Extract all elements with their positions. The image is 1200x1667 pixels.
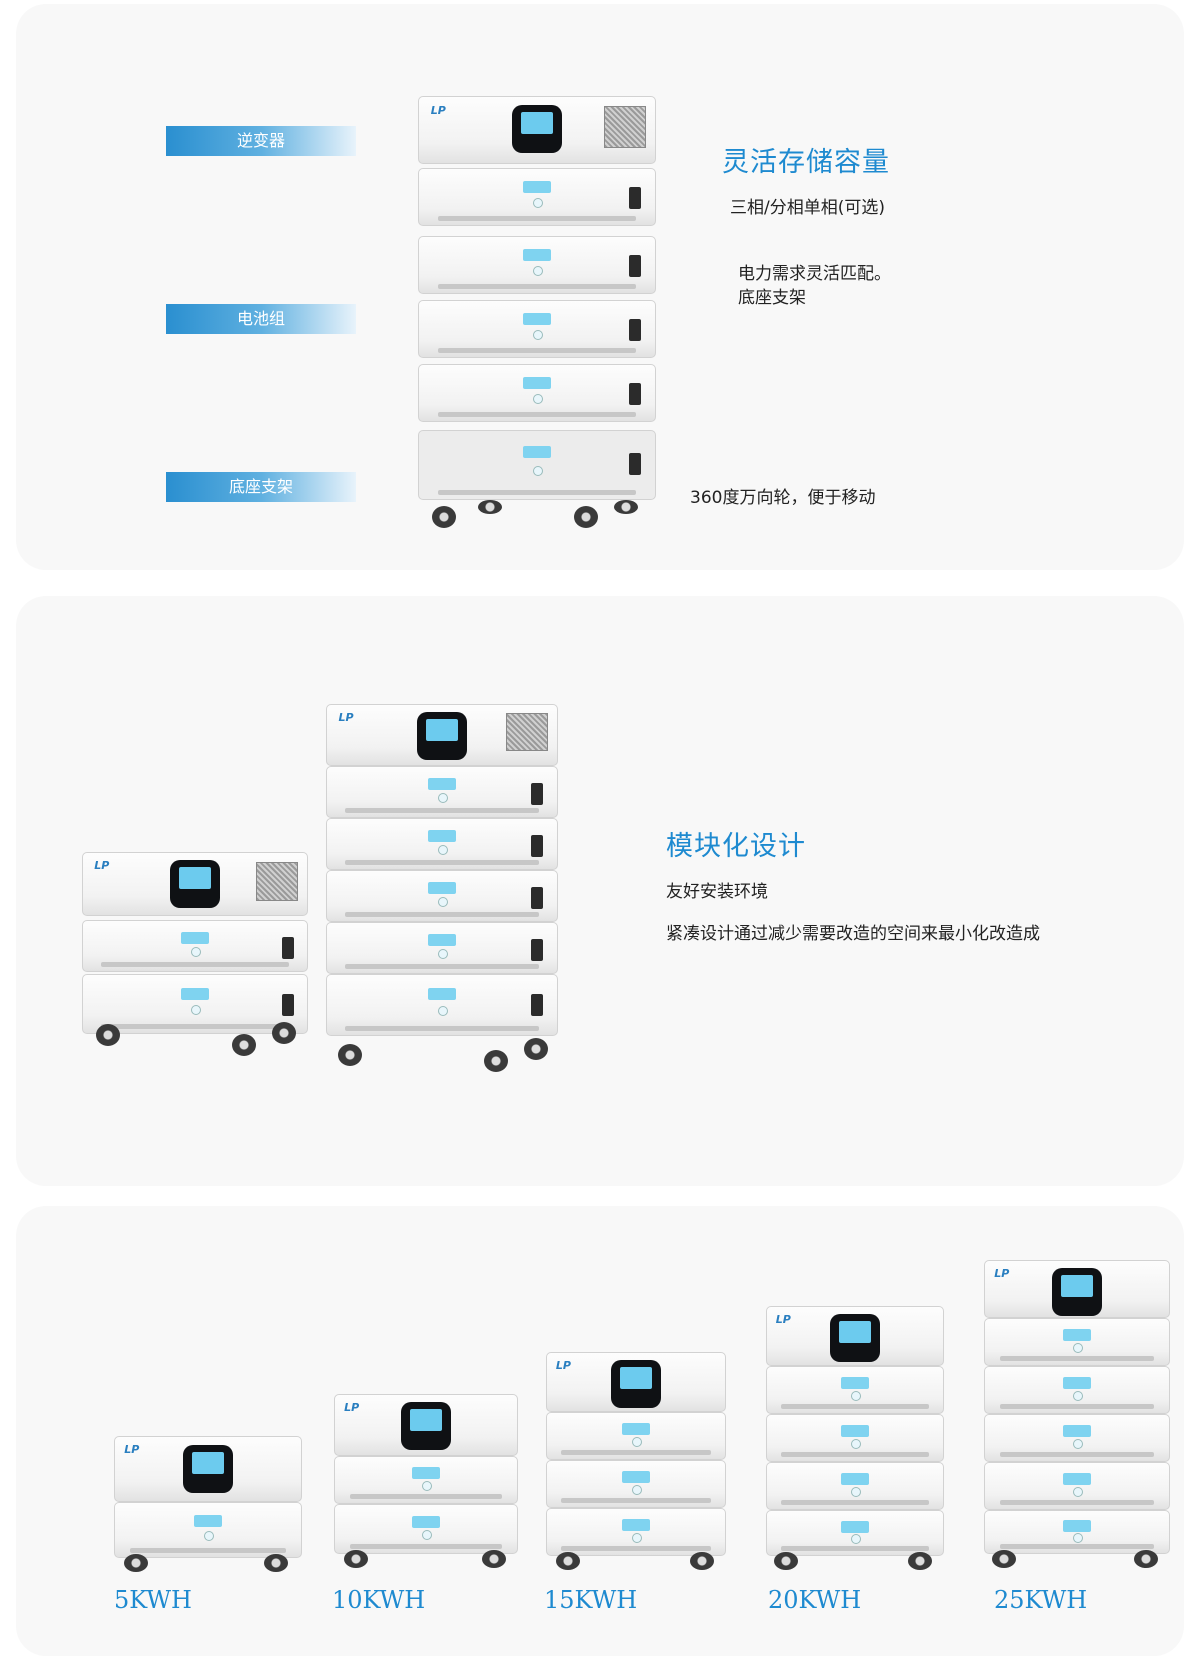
caster-wheel bbox=[1134, 1550, 1158, 1568]
caster-wheel bbox=[478, 500, 502, 514]
caster-wheel bbox=[482, 1550, 506, 1568]
brand-logo: LP bbox=[94, 859, 110, 873]
brand-logo: LP bbox=[430, 103, 446, 117]
inverter-unit: LP bbox=[114, 1436, 302, 1502]
product-10kwh-image: LP bbox=[334, 1394, 518, 1568]
battery-module bbox=[546, 1412, 726, 1460]
battery-module bbox=[418, 168, 656, 226]
lcd-screen bbox=[830, 1313, 880, 1362]
base-unit bbox=[418, 430, 656, 500]
inverter-unit: LP bbox=[82, 852, 308, 916]
lcd-screen bbox=[417, 712, 467, 761]
battery-module bbox=[418, 236, 656, 294]
caster-wheel bbox=[96, 1024, 120, 1046]
product-25kwh-image: LP bbox=[984, 1260, 1170, 1568]
caster-wheel bbox=[524, 1038, 548, 1060]
caster-wheel bbox=[232, 1034, 256, 1056]
heading-modular-design: 模块化设计 bbox=[666, 831, 806, 862]
caster-wheel bbox=[484, 1050, 508, 1072]
caption-25kwh: 25KWH bbox=[994, 1586, 1088, 1614]
caption-15kwh: 15KWH bbox=[544, 1586, 638, 1614]
text-wheels: 360度万向轮，便于移动 bbox=[690, 488, 876, 508]
brand-logo: LP bbox=[124, 1443, 140, 1457]
inverter-unit: LP bbox=[334, 1394, 518, 1456]
caption-5kwh: 5KWH bbox=[114, 1586, 192, 1614]
battery-module bbox=[326, 870, 558, 922]
inverter-unit: LP bbox=[984, 1260, 1170, 1318]
caster-wheel bbox=[264, 1554, 288, 1572]
lcd-screen bbox=[1052, 1267, 1102, 1316]
caster-wheel bbox=[614, 500, 638, 514]
product-20kwh-image: LP bbox=[766, 1306, 944, 1570]
heading-flexible-storage: 灵活存储容量 bbox=[722, 147, 890, 178]
lcd-screen bbox=[170, 860, 220, 909]
text-power-matching: 电力需求灵活匹配。 bbox=[738, 264, 891, 284]
product-5kwh-image: LP bbox=[114, 1436, 302, 1572]
battery-module bbox=[334, 1504, 518, 1554]
product-tall-stack-image: LP bbox=[326, 704, 558, 1076]
battery-module bbox=[984, 1318, 1170, 1366]
brand-logo: LP bbox=[338, 711, 354, 724]
caster-wheel bbox=[574, 506, 598, 528]
battery-module bbox=[766, 1462, 944, 1510]
text-compact-design: 紧凑设计通过减少需要改造的空间来最小化改造成 bbox=[666, 924, 1040, 944]
label-inverter: 逆变器 bbox=[166, 126, 356, 156]
battery-module bbox=[984, 1510, 1170, 1554]
inverter-unit: LP bbox=[418, 96, 656, 164]
battery-module bbox=[334, 1456, 518, 1504]
caster-wheel bbox=[432, 506, 456, 528]
caption-20kwh: 20KWH bbox=[768, 1586, 862, 1614]
vent-grill bbox=[505, 713, 548, 752]
caster-wheel bbox=[690, 1552, 714, 1570]
caster-wheel bbox=[992, 1550, 1016, 1568]
battery-module bbox=[546, 1460, 726, 1508]
product-stack-image: LP bbox=[418, 96, 656, 536]
battery-module bbox=[82, 920, 308, 972]
inverter-unit: LP bbox=[546, 1352, 726, 1412]
battery-module bbox=[82, 974, 308, 1034]
lcd-screen bbox=[611, 1359, 661, 1408]
battery-module bbox=[418, 364, 656, 422]
lcd-screen bbox=[512, 104, 562, 153]
caption-10kwh: 10KWH bbox=[332, 1586, 426, 1614]
vent-grill bbox=[256, 861, 299, 901]
label-battery-pack: 电池组 bbox=[166, 304, 356, 334]
brand-logo: LP bbox=[994, 1266, 1010, 1280]
inverter-unit: LP bbox=[766, 1306, 944, 1366]
lcd-screen bbox=[401, 1402, 451, 1451]
battery-module bbox=[766, 1366, 944, 1414]
product-small-stack-image: LP bbox=[82, 852, 308, 1056]
battery-module bbox=[984, 1462, 1170, 1510]
brand-logo: LP bbox=[555, 1358, 571, 1372]
caster-wheel bbox=[556, 1552, 580, 1570]
battery-module bbox=[984, 1414, 1170, 1462]
brand-logo: LP bbox=[775, 1312, 791, 1326]
battery-module bbox=[766, 1510, 944, 1556]
text-friendly-install: 友好安装环境 bbox=[666, 882, 768, 902]
battery-module bbox=[984, 1366, 1170, 1414]
lcd-screen bbox=[183, 1444, 233, 1493]
text-base-stand: 底座支架 bbox=[738, 288, 806, 308]
text-phase-options: 三相/分相单相(可选) bbox=[730, 198, 885, 218]
battery-module bbox=[326, 766, 558, 818]
caster-wheel bbox=[344, 1550, 368, 1568]
caster-wheel bbox=[908, 1552, 932, 1570]
battery-module bbox=[766, 1414, 944, 1462]
vent-grill bbox=[603, 106, 646, 148]
label-base-stand: 底座支架 bbox=[166, 472, 356, 502]
caster-wheel bbox=[774, 1552, 798, 1570]
caster-wheel bbox=[272, 1022, 296, 1044]
battery-module bbox=[546, 1508, 726, 1556]
battery-module bbox=[326, 818, 558, 870]
caster-wheel bbox=[124, 1554, 148, 1572]
brand-logo: LP bbox=[344, 1401, 360, 1414]
battery-module bbox=[326, 922, 558, 974]
product-15kwh-image: LP bbox=[546, 1352, 726, 1570]
battery-module bbox=[418, 300, 656, 358]
battery-module bbox=[326, 974, 558, 1036]
caster-wheel bbox=[338, 1044, 362, 1066]
inverter-unit: LP bbox=[326, 704, 558, 766]
battery-module bbox=[114, 1502, 302, 1558]
